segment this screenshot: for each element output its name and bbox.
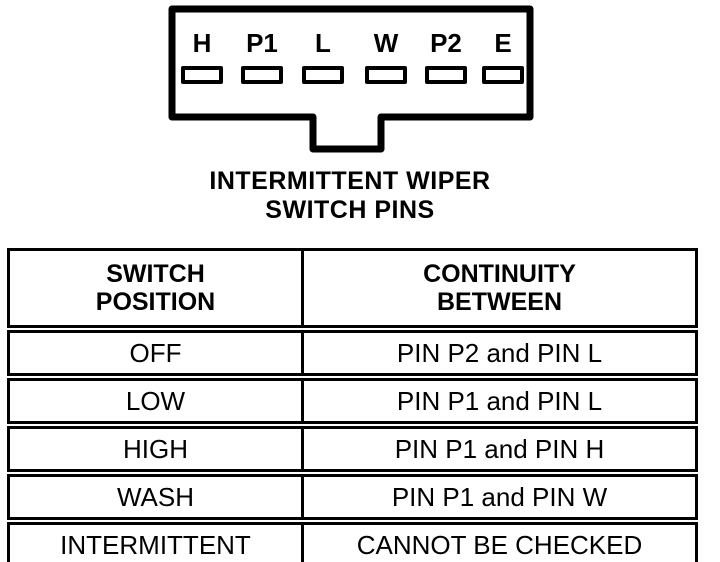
header-text: POSITION <box>95 288 216 316</box>
continuity-cell: PIN P2 and PIN L <box>396 338 603 368</box>
continuity-table: SWITCH POSITION CONTINUITY BETWEEN OFF P… <box>7 248 698 562</box>
pin-label: L <box>315 28 331 58</box>
switch-position-cell: INTERMITTENT <box>10 525 304 562</box>
pin-p2: P2 <box>414 30 478 84</box>
continuity-cell: CANNOT BE CHECKED <box>356 530 643 560</box>
continuity-cell: PIN P1 and PIN L <box>396 386 603 416</box>
pin-h: H <box>170 30 234 84</box>
connector-diagram: H P1 L W P2 E INTERMITTENT WIPER SWITCH … <box>0 0 720 240</box>
connector-caption: INTERMITTENT WIPER SWITCH PINS <box>150 167 550 225</box>
table-row: INTERMITTENT CANNOT BE CHECKED <box>7 522 698 562</box>
pin-label: H <box>192 28 212 58</box>
switch-position-cell: HIGH <box>10 429 304 469</box>
pin-slot-icon <box>482 66 524 84</box>
table-row: OFF PIN P2 and PIN L <box>7 330 698 376</box>
header-text: SWITCH <box>106 260 205 288</box>
caption-line-2: SWITCH PINS <box>265 196 435 224</box>
pin-w: W <box>354 30 418 84</box>
table-row: LOW PIN P1 and PIN L <box>7 378 698 424</box>
header-continuity-between: CONTINUITY BETWEEN <box>304 251 695 325</box>
pin-label: P1 <box>246 28 278 58</box>
header-switch-position: SWITCH POSITION <box>10 251 304 325</box>
pin-e: E <box>471 30 535 84</box>
caption-line-1: INTERMITTENT WIPER <box>209 167 491 195</box>
continuity-cell: PIN P1 and PIN W <box>391 482 608 512</box>
pin-slot-icon <box>241 66 283 84</box>
table-header-row: SWITCH POSITION CONTINUITY BETWEEN <box>7 248 698 328</box>
pin-label: P2 <box>430 28 462 58</box>
pin-slot-icon <box>181 66 223 84</box>
continuity-cell: PIN P1 and PIN H <box>394 434 605 464</box>
switch-position-cell: WASH <box>10 477 304 517</box>
pin-label: E <box>494 28 512 58</box>
pin-p1: P1 <box>230 30 294 84</box>
pin-label: W <box>373 28 399 58</box>
pin-slot-icon <box>302 66 344 84</box>
switch-position-cell: LOW <box>10 381 304 421</box>
pin-slot-icon <box>425 66 467 84</box>
header-text: BETWEEN <box>437 288 562 316</box>
table-row: WASH PIN P1 and PIN W <box>7 474 698 520</box>
pin-slot-icon <box>365 66 407 84</box>
connector-outline <box>168 5 534 153</box>
switch-position-cell: OFF <box>10 333 304 373</box>
header-text: CONTINUITY <box>423 260 576 288</box>
table-row: HIGH PIN P1 and PIN H <box>7 426 698 472</box>
pin-l: L <box>291 30 355 84</box>
